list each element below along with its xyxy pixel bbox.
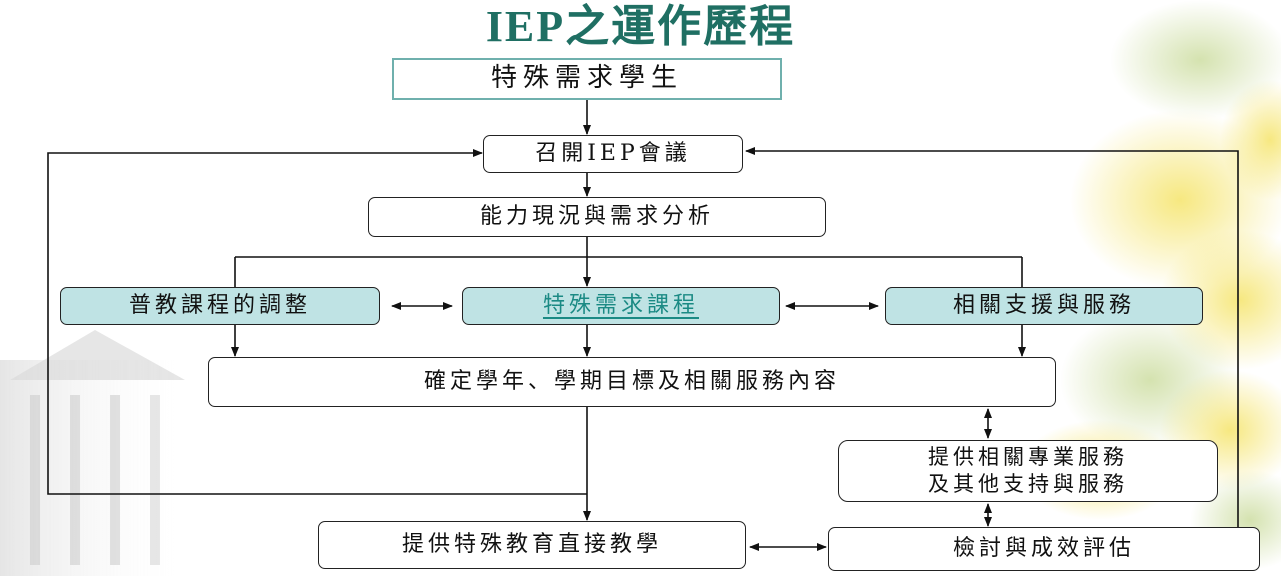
professional-services-line2: 及其他支持與服務 — [928, 472, 1128, 496]
loop-right — [745, 147, 1239, 527]
title-prefix: IEP — [485, 2, 566, 51]
node-meeting: 召開IEP會議 — [483, 135, 743, 173]
node-professional-services: 提供相關專業服務 及其他支持與服務 — [838, 440, 1218, 502]
node-general-curriculum: 普教課程的調整 — [60, 287, 380, 325]
node-support-services: 相關支援與服務 — [885, 287, 1203, 325]
node-goals: 確定學年、學期目標及相關服務內容 — [208, 357, 1056, 407]
node-direct-teaching: 提供特殊教育直接教學 — [318, 521, 746, 569]
professional-services-line1: 提供相關專業服務 — [928, 444, 1128, 469]
title-suffix: 之運作歷程 — [565, 1, 796, 52]
loop-left — [47, 149, 587, 495]
building-image — [0, 330, 190, 576]
page-title: IEP之運作歷程 — [0, 2, 1281, 52]
node-special-curriculum-link[interactable]: 特殊需求課程 — [462, 287, 780, 325]
node-student: 特殊需求學生 — [392, 58, 782, 100]
node-analysis: 能力現況與需求分析 — [368, 197, 826, 237]
node-evaluation: 檢討與成效評估 — [828, 527, 1260, 571]
